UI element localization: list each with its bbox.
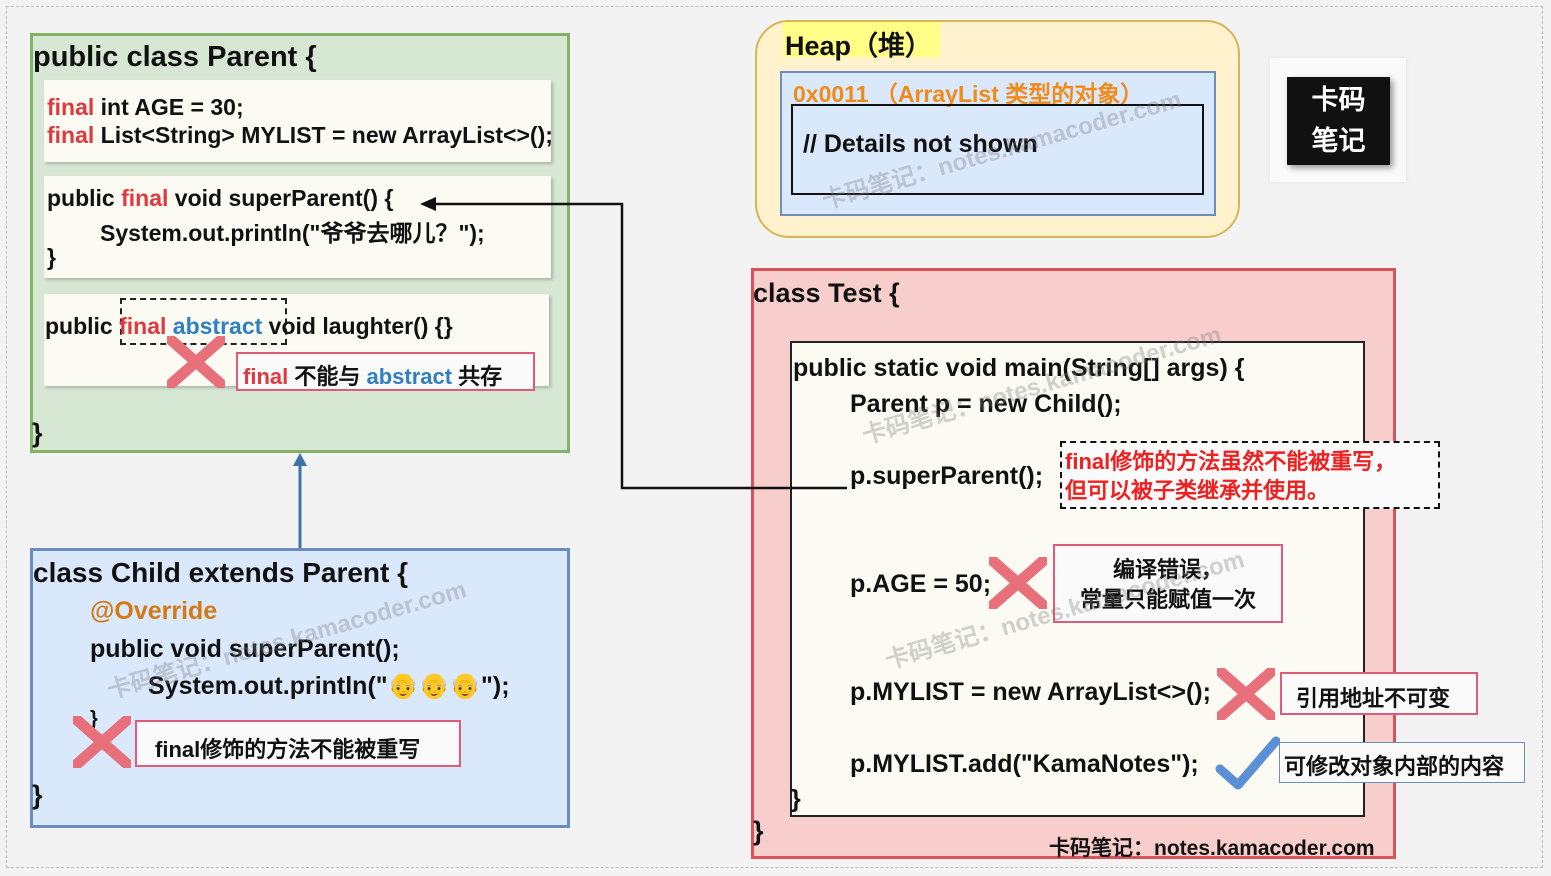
logo-line-2: 笔记: [1311, 126, 1366, 157]
parent-println: System.out.println("爷爷去哪儿？");: [100, 220, 485, 246]
code-line-age-assign: p.AGE = 50;: [850, 570, 992, 598]
note-line: 常量只能赋值一次: [1079, 587, 1256, 612]
heap-details-text: // Details not shown: [803, 130, 1038, 158]
diagram-frame: [6, 6, 1543, 868]
logo-line-1: 卡码: [1311, 85, 1366, 116]
x-mark-icon: [989, 557, 1047, 609]
x-mark-icon: [1217, 668, 1275, 720]
inheritance-arrow: [293, 453, 307, 550]
final-abstract-note: final 不能与 abstract 共存: [236, 352, 535, 391]
child-method: public void superParent();: [90, 635, 400, 663]
inherit-use-note: final修饰的方法虽然不能被重写， 但可以被子类继承并使用。: [1060, 441, 1440, 509]
laughter-rest: void laughter() {}: [268, 313, 453, 339]
override-annotation: @Override: [90, 597, 218, 625]
age-declaration: int AGE = 30;: [94, 94, 244, 120]
note-line: 但可以被子类继承并使用。: [1065, 478, 1330, 503]
parent-class-close: }: [32, 418, 43, 448]
final-keyword: final: [47, 94, 95, 120]
mylist-declaration: List<String> MYLIST = new ArrayList<>();: [94, 122, 553, 148]
note-text: 不能与: [288, 364, 367, 389]
final-keyword: final: [119, 313, 167, 339]
abstract-keyword: abstract: [366, 364, 453, 389]
method-rest: void superParent() {: [168, 185, 394, 211]
note-line: 编译错误，: [1112, 557, 1223, 582]
footer-credit: 卡码笔记：notes.kamacoder.com: [1049, 837, 1375, 860]
final-keyword: final: [47, 122, 95, 148]
super-parent-signature: public final void superParent() {: [47, 185, 393, 212]
note-line: final修饰的方法虽然不能被重写，: [1065, 449, 1397, 474]
parent-method-close: }: [47, 244, 56, 270]
child-println: System.out.println("👴👴👴");: [148, 672, 510, 700]
mutable-content-note: 可修改对象内部的内容: [1279, 742, 1525, 783]
code-line-super-parent: p.superParent();: [850, 462, 1044, 490]
main-method-close: }: [791, 785, 801, 813]
heap-object-box: [780, 71, 1216, 216]
code-line-mylist-assign: p.MYLIST = new ArrayList<>();: [850, 678, 1211, 706]
final-keyword: final: [243, 364, 289, 389]
abstract-keyword: abstract: [172, 313, 263, 339]
heap-details-box: [791, 104, 1204, 195]
heap-title: Heap（堆）: [783, 22, 940, 61]
check-mark-icon: [1215, 736, 1280, 790]
child-class-close: }: [32, 780, 43, 810]
logo: 卡码 笔记: [1287, 77, 1390, 165]
x-mark-icon: [73, 716, 131, 768]
final-abstract-highlight: [120, 298, 287, 345]
code-line-mylist-add: p.MYLIST.add("KamaNotes");: [850, 750, 1199, 778]
parent-fields-block: [44, 80, 551, 162]
final-keyword: final: [121, 185, 169, 211]
code-line-parent-p: Parent p = new Child();: [850, 390, 1122, 418]
public-keyword: public: [45, 313, 113, 339]
test-class-title: class Test {: [753, 278, 900, 308]
test-class-close: }: [753, 816, 764, 846]
note-text: 共存: [452, 364, 503, 389]
x-mark-icon: [167, 336, 225, 388]
parent-class-title: public class Parent {: [33, 41, 317, 73]
laughter-signature: public final abstract void laughter() {}: [45, 313, 453, 340]
compile-error-note: 编译错误， 常量只能赋值一次: [1053, 544, 1283, 623]
reference-immutable-note: 引用地址不可变: [1280, 672, 1478, 715]
heap-object-address: 0x0011 （ArrayList 类型的对象）: [793, 81, 1144, 107]
field-mylist: final List<String> MYLIST = new ArrayLis…: [47, 122, 553, 149]
child-class-box: [30, 548, 570, 828]
public-keyword: public: [47, 185, 122, 211]
main-signature: public static void main(String[] args) {: [793, 354, 1245, 382]
override-forbidden-note: final修饰的方法不能被重写: [135, 720, 461, 767]
child-stray-brace: }: [90, 708, 98, 730]
field-age: final int AGE = 30;: [47, 94, 244, 121]
child-class-title: class Child extends Parent {: [33, 557, 409, 588]
